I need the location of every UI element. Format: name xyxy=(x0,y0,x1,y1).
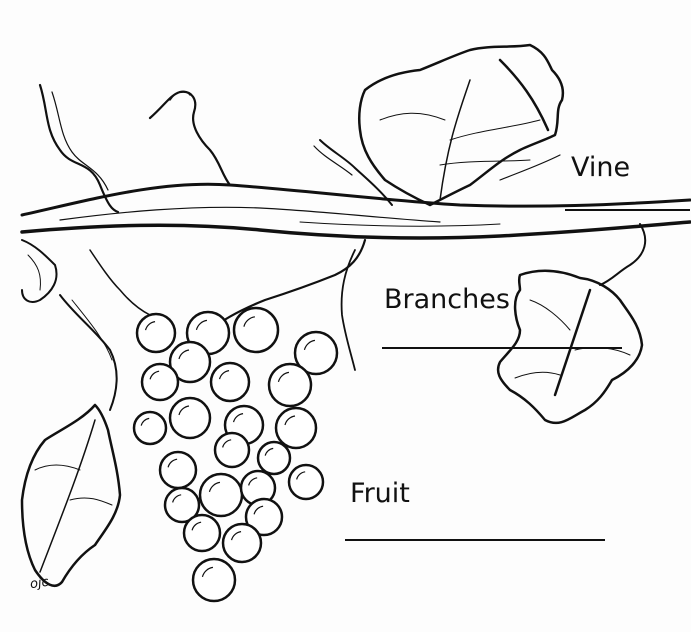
artist-signature: ojc xyxy=(29,575,50,592)
grape-berry xyxy=(215,433,249,467)
grape-berry xyxy=(223,524,261,562)
grape-berry xyxy=(234,308,278,352)
grape-berry xyxy=(160,452,196,488)
grape-berry xyxy=(134,412,166,444)
grape-berry xyxy=(258,442,290,474)
grape-berry xyxy=(142,364,178,400)
tendrils xyxy=(40,85,645,285)
vine-answer-line xyxy=(565,209,690,211)
grape-berry xyxy=(193,559,235,601)
label-fruit: Fruit xyxy=(350,478,410,509)
leaf-left-edge xyxy=(22,240,57,302)
grape-berry xyxy=(269,364,311,406)
grape-berry xyxy=(137,314,175,352)
grape-berry xyxy=(170,398,210,438)
grape-berry xyxy=(200,474,242,516)
vine-stem xyxy=(22,184,690,238)
fruit-answer-line xyxy=(345,539,605,541)
label-branches: Branches xyxy=(384,284,510,315)
label-vine: Vine xyxy=(571,152,630,183)
grape-berry xyxy=(211,363,249,401)
grape-berry xyxy=(184,515,220,551)
leaf-bottom-left xyxy=(22,405,120,586)
leaf-top xyxy=(359,45,563,205)
grape-berry xyxy=(289,465,323,499)
grape-cluster xyxy=(134,308,337,601)
grape-berry xyxy=(276,408,316,448)
branches-answer-line xyxy=(382,347,622,349)
